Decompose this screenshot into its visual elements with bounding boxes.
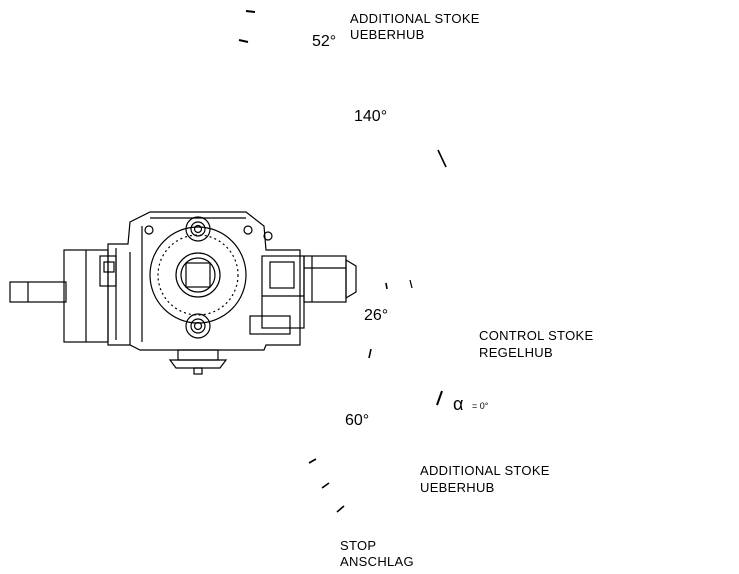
tick-mark — [437, 149, 447, 168]
top-bolt — [185, 216, 211, 242]
tick-mark — [238, 39, 249, 43]
stop-label: STOP — [340, 538, 377, 553]
tick-mark — [308, 458, 317, 464]
rotor-hub — [175, 252, 221, 298]
drive-shaft — [9, 281, 67, 303]
alpha-symbol: α — [453, 394, 464, 414]
stop-german-label: ANSCHLAG — [340, 554, 414, 569]
control-stroke-label: CONTROL STOKE — [479, 328, 594, 343]
tick-mark — [336, 505, 345, 513]
additional-stroke-bottom-label: ADDITIONAL STOKE — [420, 463, 550, 478]
tick-mark — [385, 282, 388, 290]
base-foot — [177, 349, 219, 361]
tick-mark — [409, 279, 413, 289]
alpha-value: = 0° — [472, 401, 489, 411]
tick-mark — [436, 390, 443, 406]
control-stroke-german-label: REGELHUB — [479, 345, 553, 360]
additional-stroke-top-label: ADDITIONAL STOKE — [350, 11, 480, 26]
control-block — [261, 255, 305, 329]
angle-140-label: 140° — [354, 108, 388, 125]
angle-60-label: 60° — [345, 412, 370, 429]
tick-mark — [368, 348, 372, 359]
stroke-adjuster — [303, 255, 347, 303]
angle-26-label: 26° — [364, 307, 389, 324]
tick-mark — [321, 482, 330, 489]
additional-stroke-top-german-label: UEBERHUB — [350, 27, 425, 42]
pump-housing — [107, 211, 301, 351]
bottom-bolt — [185, 313, 211, 339]
angle-52-label: 52° — [312, 33, 337, 50]
additional-stroke-bottom-german-label: UEBERHUB — [420, 480, 495, 495]
tick-mark — [245, 10, 256, 13]
